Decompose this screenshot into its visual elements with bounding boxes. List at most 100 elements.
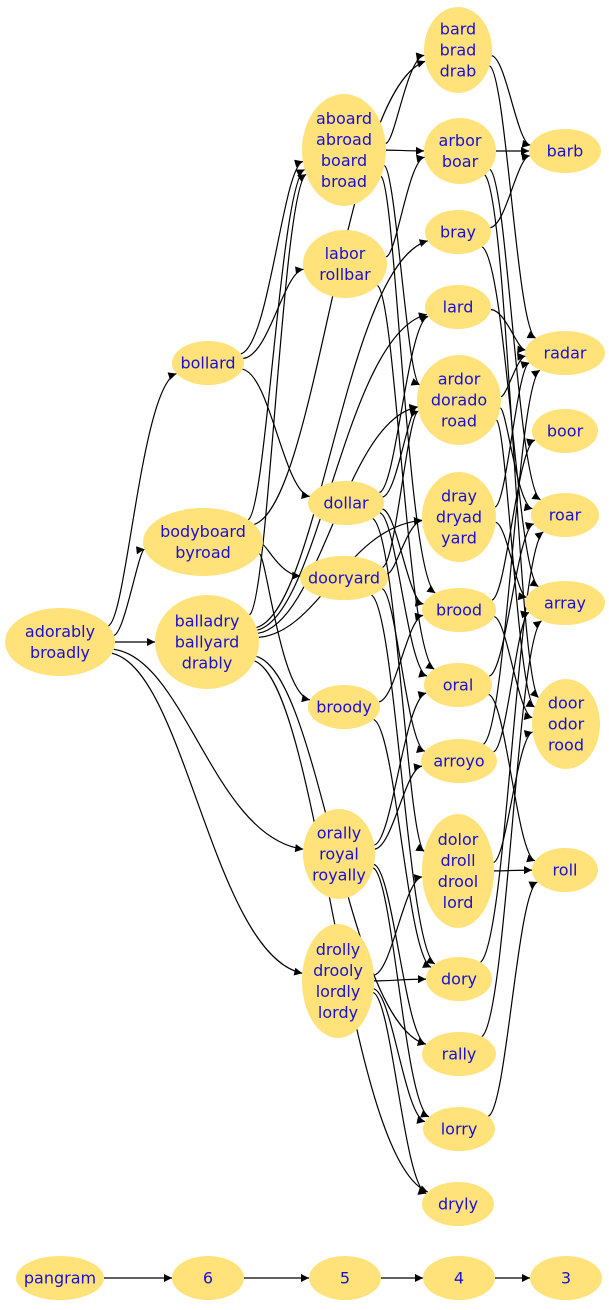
node-label: 6: [203, 1269, 213, 1288]
node-ellipse: [422, 814, 494, 928]
edge-aboard-to-arbor: [385, 146, 425, 155]
node-brood: brood: [422, 588, 496, 632]
edge-ardor-to-door: [496, 419, 535, 708]
node-oral: oral: [424, 663, 492, 707]
edge-balladry-to-lard: [257, 312, 428, 631]
node-label: dryly: [438, 1195, 478, 1214]
node-ellipse: [422, 588, 496, 632]
edge-lorry-to-roll: [487, 881, 538, 1117]
node-dooryard: dooryard: [300, 556, 388, 600]
node-label: dryad: [436, 508, 482, 527]
node-label: bard: [440, 20, 476, 39]
node-roar: roar: [531, 493, 599, 537]
node-label: radar: [544, 344, 587, 363]
node-ellipse: [426, 957, 492, 1001]
node-label: orally: [317, 824, 362, 843]
edge-oral-to-roar: [488, 522, 535, 677]
edge-aboard-to-ardor: [383, 165, 420, 386]
node-ellipse: [532, 409, 598, 453]
node-ellipse: [303, 809, 375, 899]
node-label: bollard: [180, 354, 235, 373]
node-dryly: dryly: [422, 1182, 494, 1226]
node-label: lard: [443, 298, 474, 317]
node-ellipse: [303, 230, 387, 298]
edge-bray-to-barb: [490, 152, 531, 229]
edge-brood-to-door: [493, 616, 533, 721]
edge-dollar-to-oral: [379, 512, 428, 678]
node-ellipse: [423, 1256, 495, 1300]
node-label: ardor: [438, 370, 481, 389]
edge-adorably-to-bollard: [108, 372, 177, 627]
node-ellipse: [531, 493, 599, 537]
node-label: arroyo: [433, 752, 484, 771]
node-label: yard: [441, 529, 477, 548]
node-lard: lard: [425, 285, 491, 329]
node-label: broody: [316, 698, 372, 717]
node-n4: 4: [423, 1256, 495, 1300]
node-rally: rally: [422, 1032, 496, 1076]
node-label: byroad: [175, 543, 231, 562]
node-ellipse: [302, 94, 386, 206]
edge-drolly-to-dolor: [373, 874, 423, 976]
edge-balladry-to-bray: [256, 239, 428, 629]
node-label: arbor: [439, 131, 482, 150]
node-label: road: [441, 412, 477, 431]
node-label: dooryard: [308, 569, 380, 588]
node-label: lordy: [318, 1003, 358, 1022]
edge-aboard-to-bard: [385, 52, 425, 145]
node-bollard: bollard: [172, 341, 244, 385]
edge-drolly-to-dory: [373, 975, 427, 984]
node-label: droll: [440, 851, 475, 870]
node-dory: dory: [426, 957, 492, 1001]
node-ellipse: [5, 608, 115, 676]
node-ellipse: [308, 685, 380, 729]
node-ellipse: [422, 1182, 494, 1226]
node-label: lordly: [316, 982, 361, 1001]
node-label: 3: [561, 1269, 571, 1288]
node-ellipse: [424, 7, 492, 93]
node-roll: roll: [532, 848, 598, 892]
edge-lard-to-radar: [490, 308, 526, 354]
edge-drolly-to-lorry: [373, 988, 426, 1124]
node-broody: broody: [308, 685, 380, 729]
node-label: dorado: [431, 391, 487, 410]
edge-bollard-to-labor: [243, 266, 304, 360]
node-label: drolly: [316, 940, 361, 959]
node-ellipse: [421, 739, 497, 783]
node-label: aboard: [316, 109, 372, 128]
edge-dooryard-to-dory: [371, 594, 436, 965]
node-label: brood: [436, 601, 482, 620]
node-arroyo: arroyo: [421, 739, 497, 783]
node-label: drooly: [313, 961, 363, 980]
node-ellipse: [425, 210, 491, 254]
node-label: array: [544, 594, 586, 613]
node-dollar: dollar: [308, 481, 384, 525]
edge-adorably-to-orally: [113, 648, 304, 853]
node-pangram: pangram: [16, 1256, 104, 1300]
node-ellipse: [532, 848, 598, 892]
node-ellipse: [172, 1256, 244, 1300]
node-label: 5: [340, 1269, 350, 1288]
edge-orally-to-oral: [373, 691, 427, 846]
node-drolly: drolly drooly lordly lordy: [302, 924, 374, 1038]
node-ellipse: [425, 285, 491, 329]
node-ellipse: [532, 679, 600, 769]
edge-dollar-to-brood: [382, 508, 424, 607]
node-label: bodyboard: [160, 522, 246, 541]
node-ellipse: [422, 1032, 496, 1076]
node-boor: boor: [532, 409, 598, 453]
edge-orally-to-lorry: [372, 867, 430, 1118]
node-label: broad: [321, 172, 367, 191]
node-n6: 6: [172, 1256, 244, 1300]
node-lorry: lorry: [423, 1107, 495, 1151]
edge-dray-to-radar: [494, 361, 530, 508]
node-ellipse: [16, 1256, 104, 1300]
